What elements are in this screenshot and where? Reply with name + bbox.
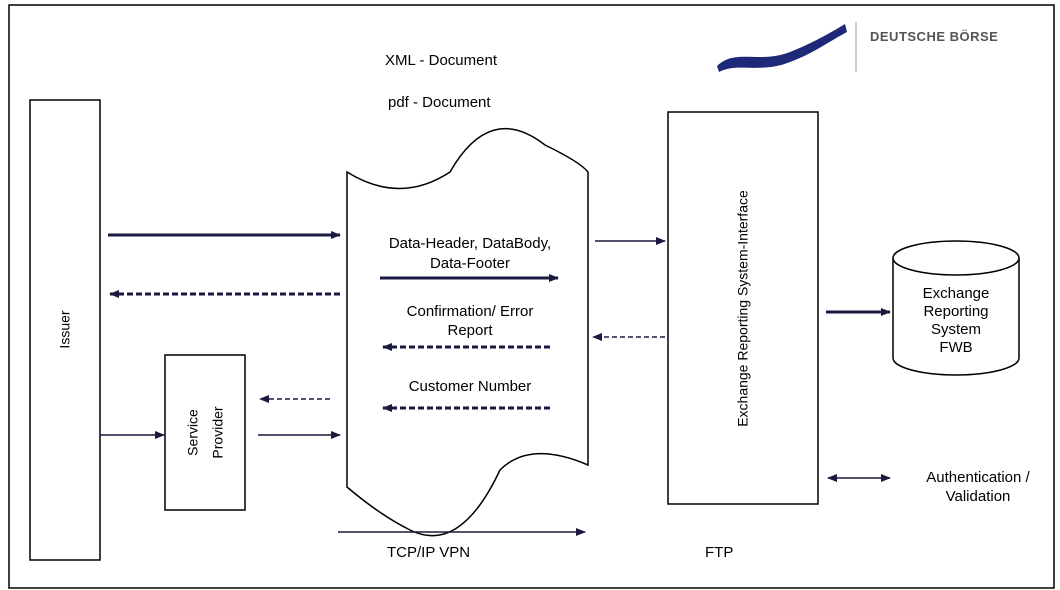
report-text: Report — [447, 322, 493, 339]
xml-document-heading: XML - Document — [385, 52, 497, 69]
database-top — [892, 240, 1020, 276]
service-provider-box — [164, 354, 246, 511]
interface-box — [667, 111, 819, 505]
tcpip-vpn-label: TCP/IP VPN — [387, 544, 471, 561]
pdf-document-heading: pdf - Document — [388, 94, 491, 111]
logo-wave-icon — [717, 24, 847, 72]
customer-number-text: Customer Number — [408, 378, 532, 395]
data-footer-text: Data-Footer — [429, 255, 511, 272]
db-label-line2: Reporting — [923, 303, 989, 320]
interface-label: Exchange Reporting System-Interface — [734, 190, 751, 427]
db-label-line3: System — [930, 321, 981, 338]
validation-label: Validation — [945, 488, 1011, 505]
data-header-body-text: Data-Header, DataBody, — [388, 235, 552, 252]
service-provider-label-line1: Service — [184, 409, 201, 456]
logo-text: DEUTSCHE BÖRSE — [870, 29, 999, 44]
authentication-label: Authentication / — [926, 469, 1030, 486]
outer-frame — [8, 4, 1055, 589]
issuer-label: Issuer — [56, 310, 73, 349]
service-provider-label-line2: Provider — [209, 406, 226, 459]
document-shape — [346, 128, 589, 537]
db-label-line4: FWB — [939, 339, 973, 356]
database-cylinder — [892, 258, 1020, 376]
ftp-label: FTP — [705, 544, 734, 561]
db-label-line1: Exchange — [922, 285, 990, 302]
issuer-box — [29, 99, 101, 561]
confirmation-error-text: Confirmation/ Error — [406, 303, 534, 320]
